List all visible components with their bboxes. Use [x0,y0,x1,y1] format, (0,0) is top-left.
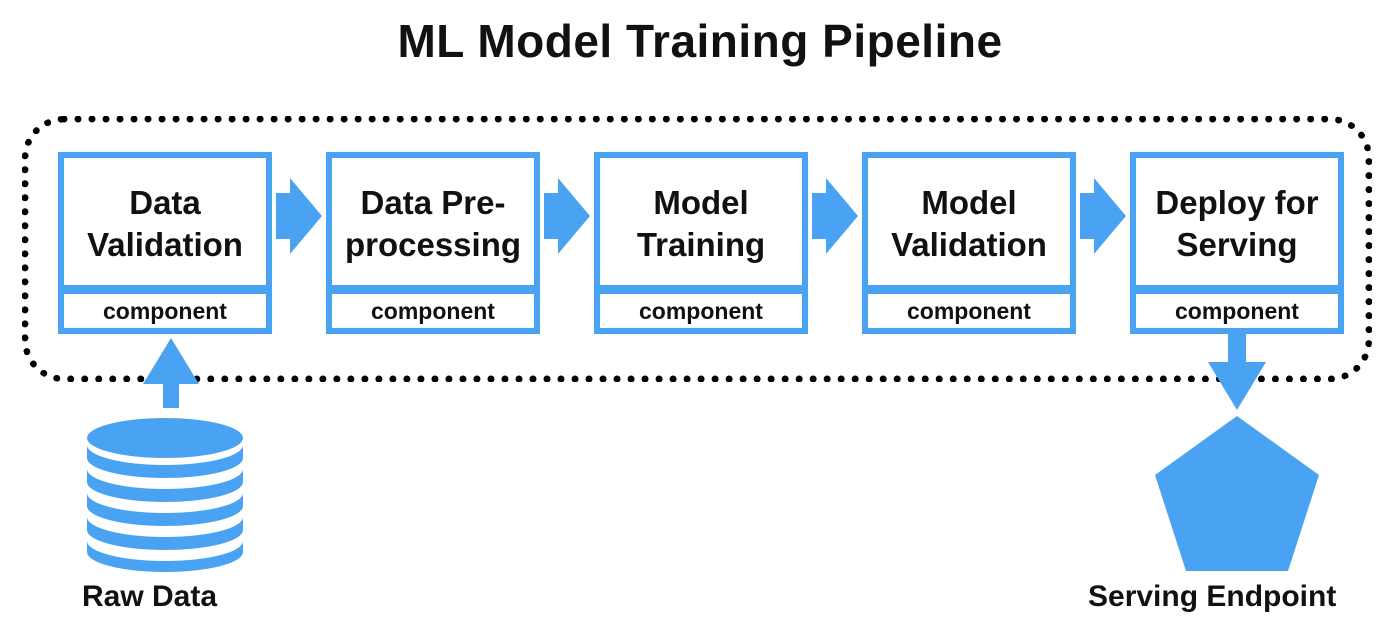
step-tag: component [639,297,763,324]
step-divider [64,285,266,294]
step-tag: component [1175,297,1299,324]
step-divider [1136,285,1338,294]
step-label: Data Pre-processing [344,184,522,263]
raw-data-label: Raw Data [82,580,218,613]
database-icon [87,418,243,572]
step-tag: component [371,297,495,324]
pentagon-icon [1155,416,1319,571]
flow-arrow [1080,178,1126,254]
step-data-preprocessing: Data Pre-processing component [326,152,540,334]
input-arrow [143,338,199,408]
step-divider [600,285,802,294]
step-tag: component [907,297,1031,324]
diagram-title: ML Model Training Pipeline [397,15,1003,67]
flow-arrow [544,178,590,254]
serving-endpoint-label: Serving Endpoint [1088,580,1337,613]
output-arrow [1208,334,1266,410]
pipeline-boundary [22,116,1372,382]
step-divider [868,285,1070,294]
flow-arrow [812,178,858,254]
step-tag: component [103,297,227,324]
step-divider [332,285,534,294]
flow-arrow [276,178,322,254]
